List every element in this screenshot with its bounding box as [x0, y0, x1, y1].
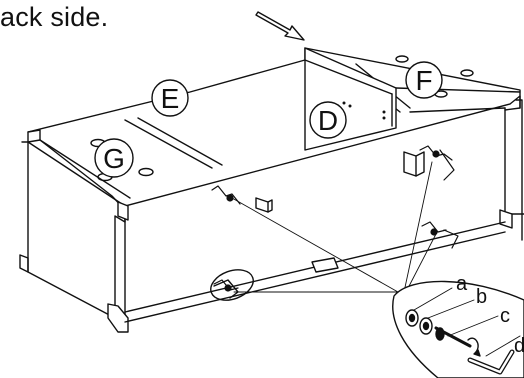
hardware-detail — [392, 280, 524, 378]
connector-blocks — [255, 151, 425, 213]
leader-lines — [231, 161, 437, 293]
panel-label-d: D — [318, 105, 338, 136]
panel-label-g: G — [103, 143, 125, 174]
hardware-label-a: a — [456, 273, 468, 295]
cabinet-left-side — [19, 139, 129, 333]
direction-arrow — [255, 11, 305, 41]
bottom-rail — [124, 221, 506, 323]
panel-label-circles — [94, 61, 443, 178]
cabinet-top — [27, 47, 521, 207]
cabinet-right-side — [499, 95, 524, 241]
hardware-label-b: b — [476, 286, 487, 308]
bolts — [211, 145, 459, 292]
panel-label-e: E — [161, 83, 180, 114]
instruction-caption: ack side. — [0, 2, 109, 32]
bolt-callout — [210, 269, 254, 301]
hardware-label-d: d — [514, 335, 524, 357]
hardware-label-c: c — [500, 305, 510, 327]
panel-label-f: F — [415, 65, 432, 96]
